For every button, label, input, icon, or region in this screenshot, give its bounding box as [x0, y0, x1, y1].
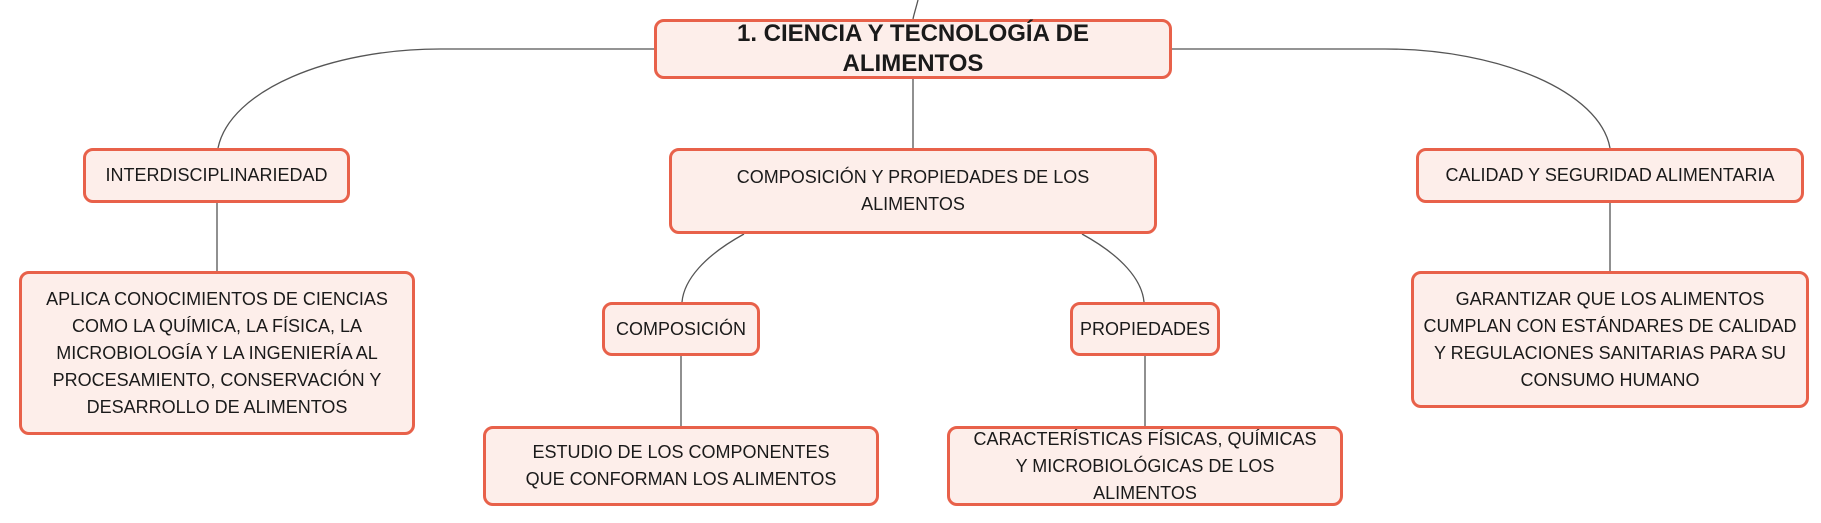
- connector-cyp-propiedades: [1081, 233, 1145, 303]
- propiedades-detail-node[interactable]: CARACTERÍSTICAS FÍSICAS, QUÍMICAS Y MICR…: [947, 426, 1343, 506]
- calidad-label: CALIDAD Y SEGURIDAD ALIMENTARIA: [1445, 165, 1775, 185]
- root-topic-label: 1. CIENCIA Y TECNOLOGÍA DE ALIMENTOS: [736, 20, 1090, 77]
- composicion-label: COMPOSICIÓN: [615, 318, 746, 339]
- connector-incoming-top: [912, 0, 919, 20]
- composicion-detail-text: ESTUDIO DE LOS COMPONENTES QUE CONFORMAN…: [525, 442, 837, 489]
- interdisciplinariedad-node[interactable]: INTERDISCIPLINARIEDAD: [83, 148, 350, 203]
- connector-cyp-composicion: [681, 233, 745, 303]
- interdisciplinariedad-label: INTERDISCIPLINARIEDAD: [105, 165, 328, 185]
- calidad-detail-node[interactable]: GARANTIZAR QUE LOS ALIMENTOS CUMPLAN CON…: [1411, 271, 1809, 408]
- propiedades-node[interactable]: PROPIEDADES: [1070, 302, 1220, 356]
- interdisciplinariedad-detail-node[interactable]: APLICA CONOCIMIENTOS DE CIENCIAS COMO LA…: [19, 271, 415, 435]
- composicion-detail-node[interactable]: ESTUDIO DE LOS COMPONENTES QUE CONFORMAN…: [483, 426, 879, 506]
- propiedades-label: PROPIEDADES: [1079, 318, 1211, 339]
- composicion-node[interactable]: COMPOSICIÓN: [602, 302, 760, 356]
- connector-root-calidad: [1172, 48, 1611, 149]
- connector-root-interdisciplinariedad: [217, 48, 654, 149]
- calidad-node[interactable]: CALIDAD Y SEGURIDAD ALIMENTARIA: [1416, 148, 1804, 203]
- interdisciplinariedad-detail-text: APLICA CONOCIMIENTOS DE CIENCIAS COMO LA…: [46, 288, 388, 417]
- composicion-propiedades-node[interactable]: COMPOSICIÓN Y PROPIEDADES DE LOS ALIMENT…: [669, 148, 1157, 234]
- composicion-propiedades-label: COMPOSICIÓN Y PROPIEDADES DE LOS ALIMENT…: [736, 167, 1090, 214]
- root-topic-node[interactable]: 1. CIENCIA Y TECNOLOGÍA DE ALIMENTOS: [654, 19, 1172, 79]
- calidad-detail-text: GARANTIZAR QUE LOS ALIMENTOS CUMPLAN CON…: [1423, 288, 1797, 390]
- propiedades-detail-text: CARACTERÍSTICAS FÍSICAS, QUÍMICAS Y MICR…: [973, 428, 1317, 503]
